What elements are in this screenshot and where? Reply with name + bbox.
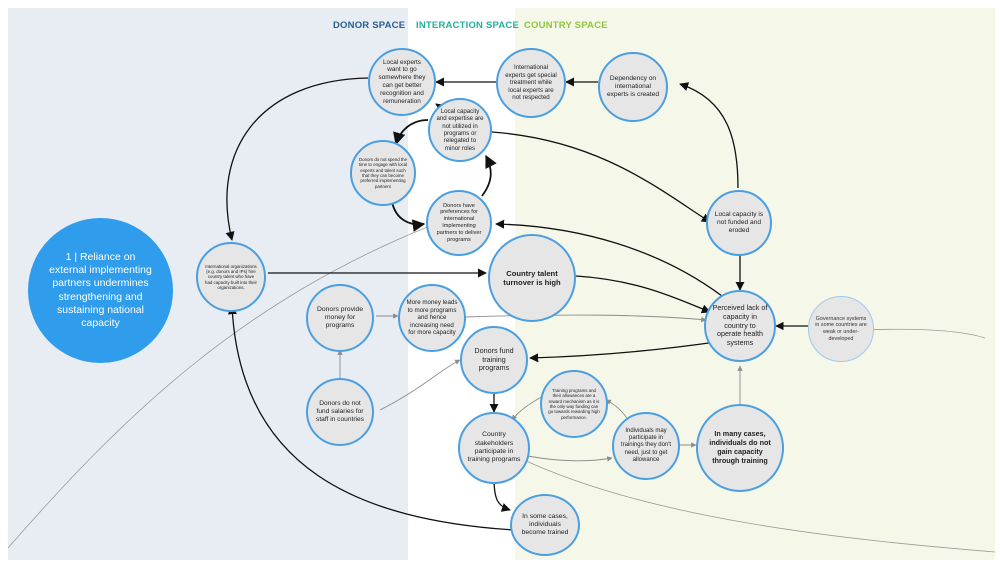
country-space-label: COUNTRY SPACE <box>524 20 608 31</box>
connector-stakeholders-unneeded <box>527 455 613 462</box>
connector-unneeded-reward <box>605 399 629 421</box>
connector-no-salaries-fund-training <box>379 359 461 411</box>
background-curve-left <box>7 221 441 549</box>
connector-notutil-notime <box>393 119 429 146</box>
node-donors-no-time: Donors do not spend the time to engage w… <box>350 140 416 206</box>
connector-turnover-perceived <box>575 275 711 314</box>
node-governance: Governance systems in some countries are… <box>808 296 874 362</box>
node-donors-fund-training: Donors fund training programs <box>460 326 528 394</box>
node-talent-turnover: Country talent turnover is high <box>488 234 576 322</box>
node-local-experts-go: Local experts want to go somewhere they … <box>368 48 436 116</box>
node-training-reward: Training programs and their allowances a… <box>540 370 608 438</box>
connector-more-money-perceived <box>463 314 707 323</box>
connector-perceived-fundtraining <box>529 341 717 363</box>
node-stakeholders-participate: Country stakeholders participate in trai… <box>458 412 530 484</box>
connector-notutil-funded <box>491 131 711 223</box>
main-title: 1 | Reliance on external implementing pa… <box>49 251 152 329</box>
connector-funded-dependency <box>679 82 739 189</box>
node-intl-orgs-hire: International organizations (e.g. donors… <box>196 242 266 312</box>
main-title-circle: 1 | Reliance on external implementing pa… <box>28 218 173 363</box>
donor-space-label: DONOR SPACE <box>333 20 406 31</box>
node-donors-provide-money: Donors provide money for programs <box>306 284 374 352</box>
background-curve-right <box>519 457 996 553</box>
node-more-money: More money leads to more programs and he… <box>398 284 466 352</box>
node-international-experts-special: International experts get special treatm… <box>496 48 566 118</box>
node-no-capacity-gain: In many cases, individuals do not gain c… <box>696 404 784 492</box>
connector-local-intl-orgs <box>225 77 369 241</box>
connector-perceived-prefs <box>495 219 723 297</box>
node-perceived-lack: Perceived lack of capacity in country to… <box>704 290 776 362</box>
interaction-space-label: INTERACTION SPACE <box>416 20 519 31</box>
connector-notime-prefs <box>391 201 426 232</box>
node-dependency: Dependency on international experts is c… <box>598 52 668 122</box>
node-local-capacity-not-utilized: Local capacity and expertise are not uti… <box>428 98 492 162</box>
node-local-capacity-not-funded: Local capacity is not funded and eroded <box>706 190 772 256</box>
node-individuals-trained: In some cases, individuals become traine… <box>510 494 580 556</box>
background-curve-right-top <box>859 328 986 339</box>
connector-prefs-notutil <box>481 154 497 197</box>
node-individuals-unneeded: Individuals may participate in trainings… <box>612 412 680 480</box>
node-donors-no-salaries: Donors do not fund salaries for staff in… <box>306 378 374 446</box>
node-donors-preferences: Donors have preferences for internationa… <box>426 190 492 256</box>
connector-trained-intlorgs <box>227 305 515 531</box>
